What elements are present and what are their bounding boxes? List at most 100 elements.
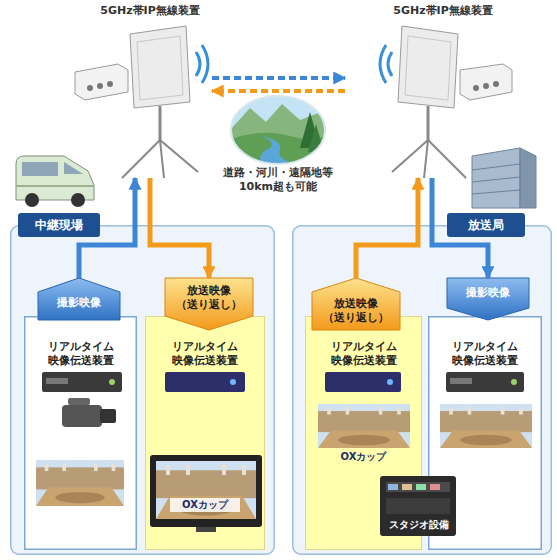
radio-wave	[388, 52, 392, 76]
van-body	[16, 156, 94, 200]
unit-port	[107, 81, 113, 87]
landscape-tree	[300, 112, 320, 148]
signal-arrow: 放送映像 （送り返し）	[165, 278, 253, 330]
studio-screen	[430, 484, 440, 490]
tripod-leg	[424, 140, 428, 178]
camcorder-handle	[68, 398, 90, 405]
television-frame	[150, 455, 262, 527]
panel-antenna	[130, 26, 190, 108]
note-label: 道路・河川・遠隔地等 10km超も可能	[203, 166, 353, 194]
radio-wave	[196, 52, 200, 76]
transmitter-device	[165, 372, 245, 392]
transmitter-device	[446, 372, 524, 392]
tripod-pole	[159, 106, 162, 142]
camcorder-body	[62, 405, 102, 427]
van-stripe	[16, 185, 94, 187]
signal-line	[79, 178, 135, 278]
landscape-frame	[231, 96, 325, 164]
landscape-bank	[230, 133, 326, 165]
tripod-leg	[428, 140, 466, 178]
tripod-pole	[427, 106, 430, 142]
stadium-photo	[440, 404, 532, 448]
unit-port	[493, 81, 499, 87]
signal-line	[150, 178, 209, 278]
photo-caption: OXカップ	[305, 450, 422, 464]
radio-site: 5GHz帯IP無線装置	[60, 0, 212, 178]
radio-link-arrow	[212, 76, 345, 80]
stadium-photo	[318, 404, 410, 448]
arrow-label: 撮影映像	[38, 296, 120, 310]
building-floor-line	[472, 177, 520, 182]
photo-caption: スタジオ設備	[383, 518, 455, 532]
device-panel	[46, 378, 68, 384]
studio-photo	[380, 476, 456, 536]
arrow-outline	[38, 278, 120, 320]
transmitter-device	[42, 372, 122, 392]
screen-caption: OXカップ	[170, 498, 240, 512]
outdoor-unit	[75, 64, 128, 100]
van-illustration	[16, 156, 94, 207]
landscape-illustration	[230, 95, 326, 165]
unit-port	[473, 85, 479, 91]
arrow-label: 放送映像 （送り返し）	[165, 284, 253, 312]
outdoor-unit	[460, 64, 512, 100]
unit-port	[483, 83, 489, 89]
station-equipment	[318, 372, 532, 536]
signal-line	[432, 178, 488, 278]
radio-wave	[380, 45, 386, 83]
equipment-box: リアルタイム 映像伝送装置	[24, 316, 137, 550]
tripod-leg	[122, 140, 160, 178]
unit-port	[97, 83, 103, 89]
building-illustration	[472, 148, 536, 208]
landscape-river	[260, 136, 300, 165]
tripod-leg	[392, 140, 428, 172]
location-panel: 放送映像 （送り返し）撮影映像リアルタイム 映像伝送装置OXカップスタジオ設備リ…	[292, 225, 552, 555]
box-label: リアルタイム 映像伝送装置	[145, 340, 265, 368]
studio-screen	[402, 484, 412, 490]
building-floor-line	[472, 190, 520, 194]
device-lamp	[230, 379, 236, 385]
arrow-label: 撮影映像	[447, 286, 529, 300]
studio-console	[386, 498, 450, 514]
landscape-sky	[230, 95, 326, 165]
transmitter-device	[325, 372, 401, 392]
panel-tab: 中継現場	[18, 213, 100, 237]
signal-arrow: 放送映像 （送り返し）	[312, 278, 400, 330]
panel-antenna	[398, 26, 458, 108]
signal-arrow: 撮影映像	[447, 278, 529, 320]
panel-antenna-face	[405, 36, 451, 100]
panel-antenna-face	[137, 36, 183, 100]
device-lamp	[387, 379, 393, 385]
radio-link-arrow	[212, 89, 345, 93]
unit-port	[87, 85, 93, 91]
building-front	[472, 148, 520, 208]
arrow-label: 放送映像 （送り返し）	[312, 297, 400, 325]
panel-tab: 放送局	[447, 213, 525, 237]
device-lamp	[109, 379, 115, 385]
arrow-outline	[447, 278, 529, 320]
left-antenna-illustration	[75, 26, 208, 178]
studio-screen	[416, 484, 426, 490]
tripod-leg	[160, 140, 164, 178]
building-side	[520, 148, 536, 208]
caption-strip	[170, 498, 240, 512]
television-stand	[196, 527, 216, 532]
camcorder-lens	[100, 409, 116, 423]
device-lamp	[511, 379, 517, 385]
equipment-box: リアルタイム 映像伝送装置	[428, 316, 542, 550]
studio-monitors	[386, 482, 450, 492]
equipment-box: リアルタイム 映像伝送装置OXカップスタジオ設備	[305, 316, 422, 550]
device-panel	[450, 378, 472, 384]
box-label: リアルタイム 映像伝送装置	[428, 340, 542, 368]
van-wheel	[71, 193, 85, 207]
building-floor-line	[472, 164, 520, 170]
van-window	[22, 162, 58, 176]
landscape-mountains	[230, 104, 326, 165]
van-windshield	[64, 162, 83, 174]
radio-wave	[202, 45, 208, 83]
relay-equipment	[36, 372, 262, 532]
box-label: リアルタイム 映像伝送装置	[24, 340, 137, 368]
arrow-outline	[312, 278, 400, 330]
signal-line	[356, 178, 418, 278]
